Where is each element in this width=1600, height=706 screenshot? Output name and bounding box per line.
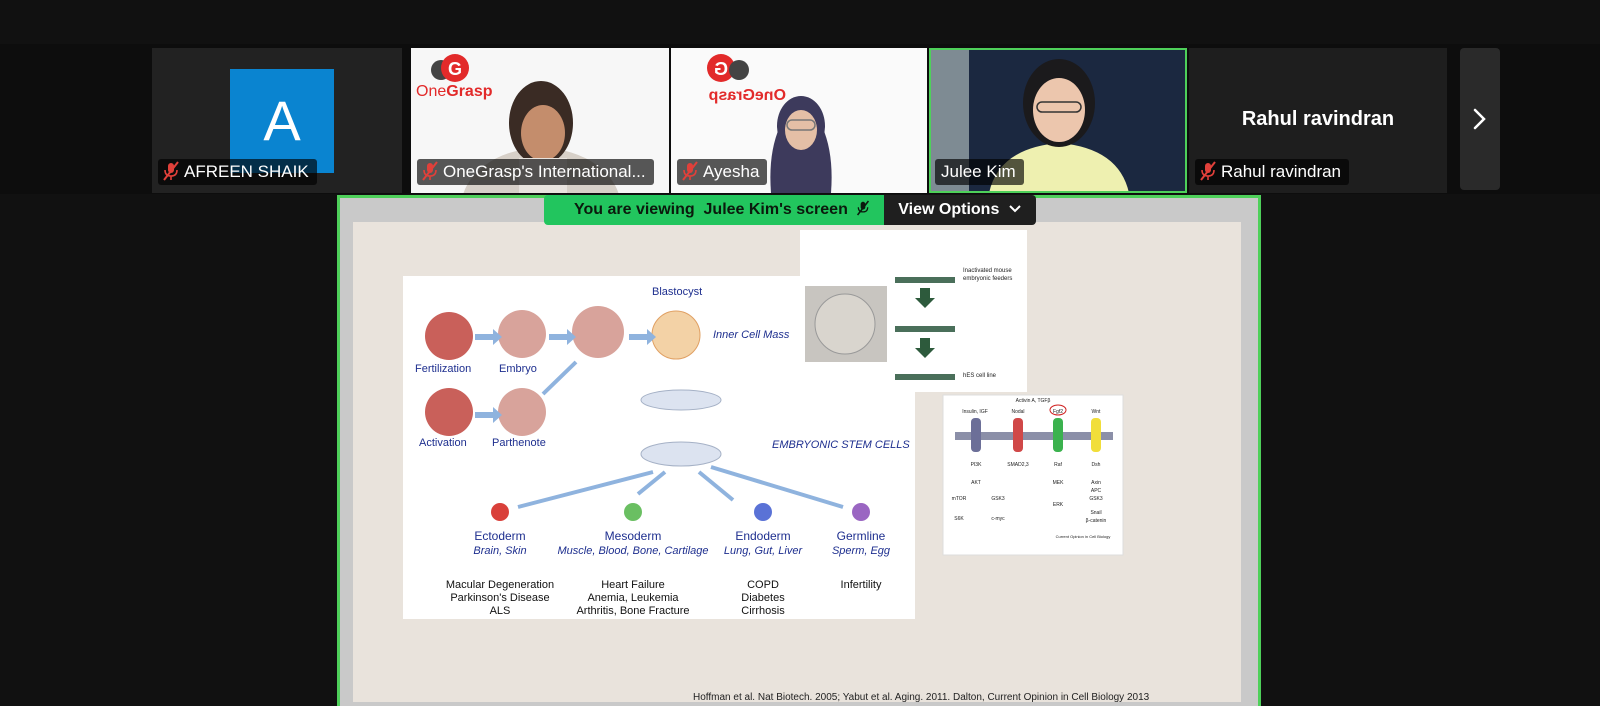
participant-name-tag: OneGrasp's International... — [417, 159, 654, 185]
top-bar — [0, 0, 1600, 44]
disease-text: Diabetes — [741, 592, 785, 604]
pathway-node: Raf — [1054, 462, 1062, 468]
pathway-node: S6K — [954, 516, 964, 522]
pathway-node: β-catenin — [1086, 518, 1107, 524]
label-blastocyst: Blastocyst — [652, 286, 702, 298]
lineage-germline: Germline — [837, 529, 886, 543]
chevron-down-icon — [1009, 205, 1021, 213]
participant-name: Ayesha — [703, 162, 760, 181]
view-options-button[interactable]: View Options — [884, 195, 1036, 225]
participant-name-tag: Julee Kim — [935, 159, 1024, 185]
pathway-node: SMAD2,3 — [1007, 462, 1029, 468]
participant-name: AFREEN SHAIK — [184, 162, 309, 181]
next-page-button[interactable] — [1460, 48, 1500, 190]
slide-figure: Blastocyst Inner Cell Mass Fertilization… — [403, 230, 1124, 619]
avatar: A — [230, 69, 334, 173]
logo-text: OneGrasp — [416, 83, 493, 100]
pathway-top-label: Activin A, TGFβ — [1016, 398, 1051, 404]
viewing-label: You are viewing Julee Kim's screen — [544, 195, 885, 225]
pathway-node: APC — [1091, 488, 1102, 494]
pathway-node: mTOR — [952, 496, 967, 502]
pathway-node: AKT — [971, 480, 981, 486]
participant-name-tag: Ayesha — [677, 159, 768, 185]
mic-muted-icon — [422, 161, 438, 181]
label-parthenote: Parthenote — [492, 437, 546, 449]
pathway-source: Current Opinion in Cell Biology — [1056, 534, 1111, 539]
disease-text: Heart Failure — [601, 579, 665, 591]
svg-text:G: G — [714, 59, 728, 79]
label-activation: Activation — [419, 437, 467, 449]
participant-display-name: Rahul ravindran — [1241, 108, 1395, 130]
participant-tile-onegrasp[interactable]: G OneGrasp OneGrasp's International... — [411, 48, 669, 193]
participant-tile-afreen[interactable]: A AFREEN SHAIK — [152, 48, 402, 193]
participant-name: Julee Kim — [941, 162, 1016, 181]
pathway-node: Snail — [1090, 510, 1101, 516]
logo-g-icon — [441, 54, 469, 82]
tissues-germline: Sperm, Egg — [832, 545, 891, 557]
disease-text: Macular Degeneration — [446, 579, 554, 591]
chevron-right-icon — [1473, 108, 1486, 130]
pathway-node: c-myc — [991, 516, 1005, 522]
slide: Blastocyst Inner Cell Mass Fertilization… — [353, 222, 1241, 703]
video-feed-julee — [929, 48, 1187, 193]
disease-text: Parkinson's Disease — [450, 592, 549, 604]
mic-muted-icon — [682, 161, 698, 181]
feeder-label: Inactivated mouse — [963, 268, 1012, 274]
pathway-node: MEK — [1053, 480, 1065, 486]
pathway-receptor: Insulin, IGF — [962, 409, 988, 415]
disease-text: ALS — [490, 605, 511, 617]
mic-muted-icon — [1200, 161, 1216, 181]
participant-name: Rahul ravindran — [1221, 162, 1342, 181]
logo-g-icon — [707, 54, 735, 82]
lineage-ectoderm: Ectoderm — [474, 529, 525, 543]
label-inner-cell-mass: Inner Cell Mass — [713, 329, 790, 341]
feeder-label: embryonic feeders — [963, 276, 1012, 282]
mic-muted-icon — [857, 200, 870, 216]
label-esc: EMBRYONIC STEM CELLS — [772, 439, 910, 451]
pathway-node: Dsh — [1092, 462, 1101, 468]
disease-text: Infertility — [841, 579, 882, 591]
participant-tile-ayesha[interactable]: G OneGrasp Ayesha — [671, 48, 927, 193]
label-embryo: Embryo — [499, 363, 537, 375]
tissues-endoderm: Lung, Gut, Liver — [724, 545, 804, 557]
svg-text:G: G — [448, 59, 462, 79]
pathway-receptor: Wnt — [1092, 409, 1102, 415]
label-fertilization: Fertilization — [415, 363, 471, 375]
shared-screen[interactable]: Blastocyst Inner Cell Mass Fertilization… — [337, 195, 1261, 706]
disease-text: Anemia, Leukemia — [587, 592, 679, 604]
disease-text: Arthritis, Bone Fracture — [576, 605, 689, 617]
participant-tile-julee[interactable]: Julee Kim — [929, 48, 1187, 193]
tissues-mesoderm: Muscle, Blood, Bone, Cartilage — [557, 545, 708, 557]
mic-muted-icon — [163, 161, 179, 181]
pathway-receptor: Fgf2 — [1053, 409, 1063, 415]
pathway-node: GSK3 — [991, 496, 1005, 502]
participant-tile-rahul[interactable]: Rahul ravindran Rahul ravindran — [1189, 48, 1447, 193]
pathway-node: PI3K — [971, 462, 983, 468]
citation: Hoffman et al. Nat Biotech. 2005; Yabut … — [693, 692, 1150, 703]
pathway-node: GSK3 — [1089, 496, 1103, 502]
mirrored-logo-text: OneGrasp — [708, 87, 786, 104]
disease-text: COPD — [747, 579, 779, 591]
tissues-ectoderm: Brain, Skin — [473, 545, 526, 557]
lineage-mesoderm: Mesoderm — [605, 529, 662, 543]
participant-name: OneGrasp's International... — [443, 162, 646, 181]
lineage-endoderm: Endoderm — [735, 529, 790, 543]
participant-name-tag: Rahul ravindran — [1195, 159, 1350, 185]
pathway-node: Axin — [1091, 480, 1101, 486]
participant-name-tag: AFREEN SHAIK — [158, 159, 317, 185]
hes-label: hES cell line — [963, 373, 997, 379]
pathway-node: ERK — [1053, 502, 1064, 508]
share-banner: You are viewing Julee Kim's screen View … — [544, 195, 1036, 225]
pathway-receptor: Nodal — [1011, 409, 1024, 415]
disease-text: Cirrhosis — [741, 605, 785, 617]
